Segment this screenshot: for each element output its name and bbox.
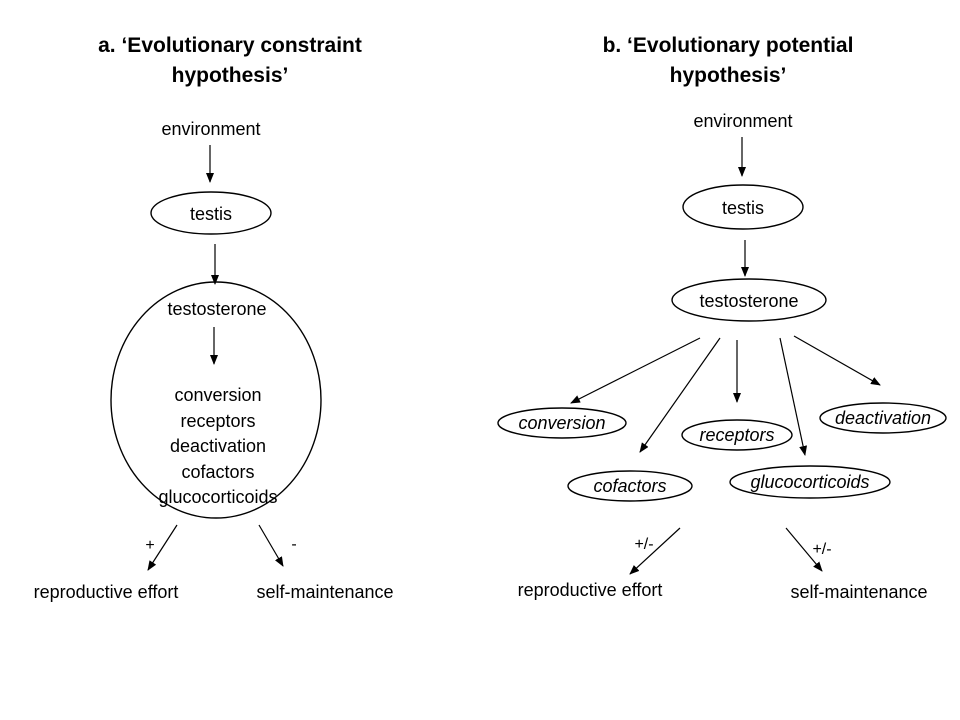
panel-b-self-maintenance: self-maintenance	[790, 582, 927, 602]
panel-b: b. ‘Evolutionary potential hypothesis’ e…	[497, 34, 947, 602]
panel-a-testosterone-oval	[110, 281, 322, 519]
panel-b-testis-node	[682, 184, 804, 230]
panel-b-environment-label: environment	[693, 111, 792, 131]
panel-a-testosterone-label: testosterone	[167, 299, 266, 319]
panel-a: a. ‘Evolutionary constraint hypothesis’ …	[34, 34, 394, 602]
panel-b-plus-minus-left: +/-	[634, 536, 653, 553]
panel-a-testis-label: testis	[190, 204, 232, 224]
panel-b-glucocorticoids-node	[729, 465, 891, 499]
panel-a-arrow-self-maintenance	[258, 524, 284, 567]
panel-a-testis-node	[150, 191, 272, 235]
panel-a-minus-sign: -	[291, 536, 296, 553]
panel-b-receptors-label: receptors	[699, 425, 774, 445]
panel-b-testosterone-node	[671, 278, 827, 322]
panel-b-arrow-self-maintenance	[785, 527, 823, 572]
panel-b-arrow-to-glucocorticoids	[779, 337, 808, 456]
panel-b-testosterone-label: testosterone	[699, 291, 798, 311]
panel-a-plus-sign: +	[145, 537, 154, 554]
panel-b-conversion-node	[497, 407, 627, 439]
panel-b-glucocorticoids-label: glucocorticoids	[750, 472, 869, 492]
panel-b-conversion-label: conversion	[518, 413, 605, 433]
panel-b-deactivation-node	[819, 402, 947, 434]
panel-a-arrow-reproductive	[147, 524, 178, 571]
panel-a-environment-label: environment	[161, 119, 260, 139]
panel-a-mechanism-cofactors: cofactors	[181, 462, 254, 482]
panel-b-testis-label: testis	[722, 198, 764, 218]
panel-a-mechanism-glucocorticoids: glucocorticoids	[158, 487, 277, 507]
panel-b-arrow-to-deactivation	[793, 335, 881, 386]
panel-a-title-line1: a. ‘Evolutionary constraint	[98, 34, 362, 57]
panel-b-title-line2: hypothesis’	[670, 64, 787, 87]
panel-b-cofactors-label: cofactors	[593, 476, 666, 496]
panel-a-mechanism-deactivation: deactivation	[170, 436, 266, 456]
panel-a-reproductive-effort: reproductive effort	[34, 582, 179, 602]
panel-a-mechanism-conversion: conversion	[174, 385, 261, 405]
panel-a-title-line2: hypothesis’	[172, 64, 289, 87]
panel-b-arrow-reproductive	[629, 527, 681, 575]
panel-a-self-maintenance: self-maintenance	[256, 582, 393, 602]
panel-b-receptors-node	[681, 419, 793, 451]
panel-b-cofactors-node	[567, 470, 693, 502]
panel-b-arrow-to-cofactors	[639, 337, 721, 453]
panel-b-title-line1: b. ‘Evolutionary potential	[603, 34, 854, 57]
panel-a-mechanism-receptors: receptors	[180, 411, 255, 431]
panel-b-reproductive-effort: reproductive effort	[518, 580, 663, 600]
panel-b-deactivation-label: deactivation	[835, 408, 931, 428]
panel-b-plus-minus-right: +/-	[812, 541, 831, 558]
panel-b-arrow-to-conversion	[570, 337, 701, 404]
